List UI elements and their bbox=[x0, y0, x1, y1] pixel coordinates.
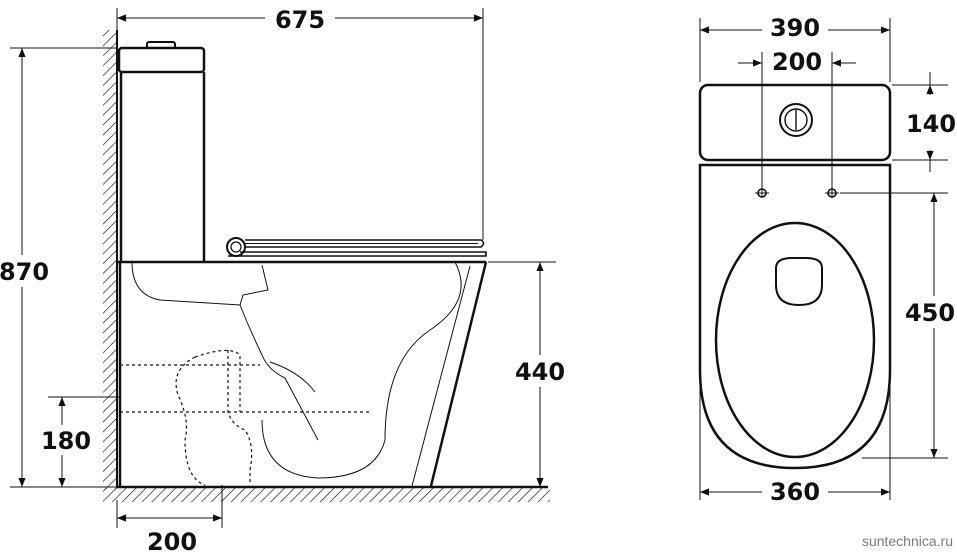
dim-label-360: 360 bbox=[770, 478, 820, 506]
seat-lid bbox=[226, 237, 487, 257]
dim-label-140: 140 bbox=[906, 110, 956, 138]
bowl-top bbox=[698, 163, 892, 470]
wall-hatch bbox=[103, 30, 117, 490]
dim-base-width: 360 bbox=[699, 370, 891, 507]
dim-label-450: 450 bbox=[905, 299, 955, 327]
dim-overall-height: 870 bbox=[0, 47, 118, 488]
bowl-body bbox=[118, 260, 488, 487]
dim-bowl-length: 450 bbox=[840, 192, 957, 459]
dim-hole-spacing: 200 bbox=[738, 46, 856, 197]
dim-label-200-side: 200 bbox=[147, 528, 197, 554]
cistern bbox=[117, 41, 206, 262]
dim-label-440: 440 bbox=[515, 358, 565, 386]
dim-outlet-offset: 200 bbox=[116, 485, 223, 554]
dim-tank-depth: 140 bbox=[892, 72, 956, 172]
dim-seat-height: 440 bbox=[488, 261, 572, 487]
top-view: 390 200 140 450 bbox=[698, 14, 957, 507]
dim-label-390: 390 bbox=[770, 14, 820, 42]
watermark: suntechnica.ru bbox=[862, 533, 953, 549]
dim-label-870: 870 bbox=[0, 258, 49, 286]
dim-label-675: 675 bbox=[275, 6, 325, 34]
dim-overall-width: 390 bbox=[699, 14, 891, 82]
dim-outlet-height: 180 bbox=[32, 396, 120, 487]
dim-overall-length: 675 bbox=[116, 4, 484, 240]
floor-hatch bbox=[103, 488, 550, 502]
side-view: 675 870 180 440 200 bbox=[0, 4, 572, 554]
tank-top bbox=[698, 83, 892, 162]
dim-label-200-top: 200 bbox=[772, 48, 822, 76]
dim-label-180: 180 bbox=[41, 427, 91, 455]
